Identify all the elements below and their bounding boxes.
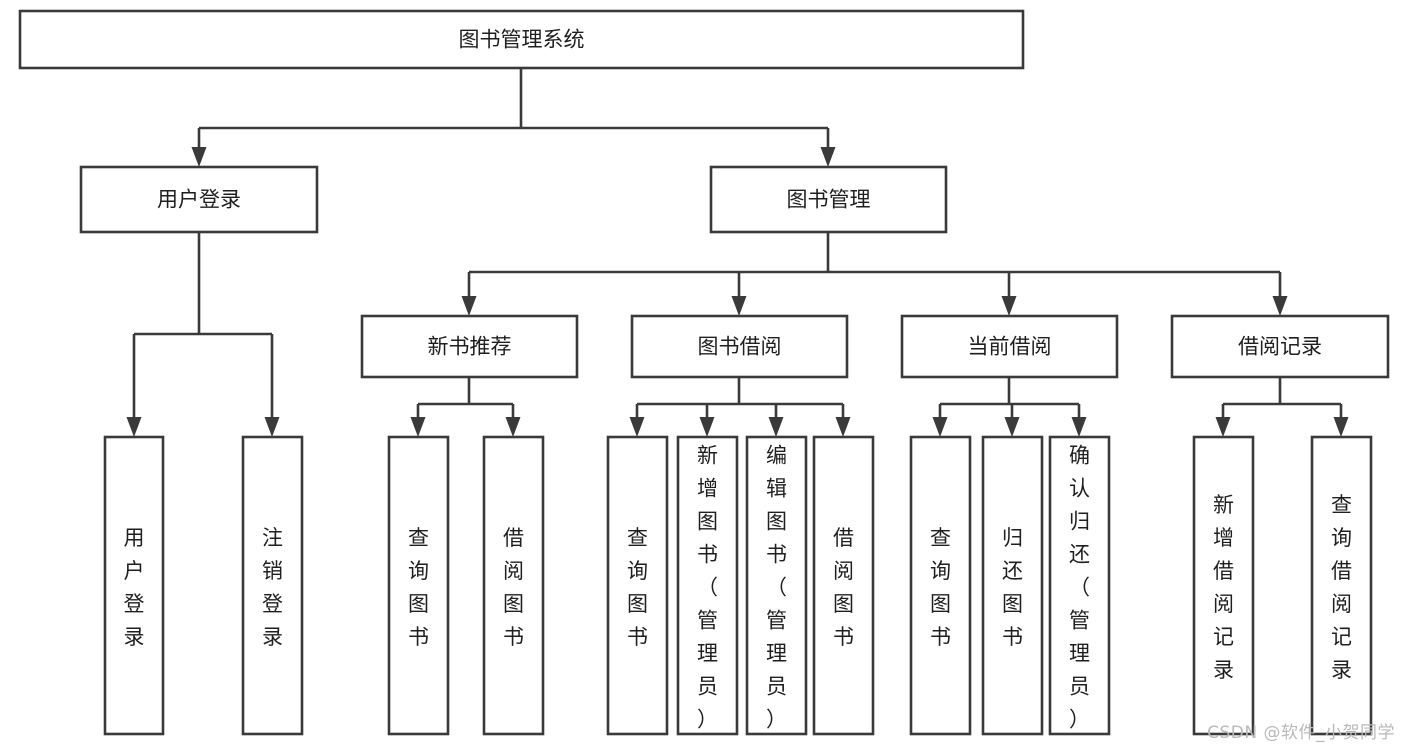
arrow-head-icon [126,417,142,437]
arrow-head-icon [835,417,851,437]
node-label: 注销登录 [262,526,283,649]
node-leaf-add-record[interactable]: 新增借阅记录 [1192,435,1255,736]
node-leaf-user-logout[interactable]: 注销登录 [241,435,304,736]
node-leaf-user-login[interactable]: 用户登录 [103,435,165,736]
node-label: 归还图书 [1002,526,1023,649]
arrow-head-icon [410,417,426,437]
node-label: 查询借阅记录 [1331,493,1352,682]
node-box[interactable] [630,314,849,379]
connector-root-to-level2 [191,68,836,167]
arrow-head-icon [191,147,207,167]
connector-borrowrecord-to-leaves [1215,377,1349,437]
node-label: 查询图书 [627,526,648,649]
arrow-head-icon [264,417,280,437]
arrow-head-icon [1333,417,1349,437]
node-box[interactable] [103,435,165,736]
connector-bookmanage-to-level3 [461,232,1288,316]
node-label: 用户登录 [157,188,241,212]
connectors-layer [126,68,1349,437]
node-label: 编辑图书（管理员） [766,444,787,732]
node-leaf-borrow-book-2[interactable]: 借阅图书 [812,435,875,736]
node-leaf-edit-book[interactable]: 编辑图书（管理员） [745,435,808,736]
arrow-head-icon [1071,417,1087,437]
node-label: 借阅记录 [1238,335,1322,359]
node-leaf-return-book[interactable]: 归还图书 [981,435,1044,736]
arrow-head-icon [1001,296,1017,316]
node-label: 图书管理 [787,188,871,212]
arrow-head-icon [1215,417,1231,437]
node-box[interactable] [676,435,739,736]
node-box[interactable] [900,314,1119,379]
arrow-head-icon [1272,296,1288,316]
arrow-head-icon [505,417,521,437]
node-box[interactable] [79,165,319,234]
node-leaf-confirm-return[interactable]: 确认归还（管理员） [1048,435,1111,736]
arrow-head-icon [699,417,715,437]
node-current-borrow[interactable]: 当前借阅 [900,314,1119,379]
node-box[interactable] [1170,314,1390,379]
arrow-head-icon [1004,417,1020,437]
node-label: 查询图书 [930,526,951,649]
node-box[interactable] [606,435,669,736]
node-box[interactable] [482,435,545,736]
nodes-layer: 图书管理系统用户登录图书管理新书推荐图书借阅当前借阅借阅记录用户登录注销登录查询… [18,9,1390,736]
node-book-manage[interactable]: 图书管理 [709,165,948,234]
node-borrow-record[interactable]: 借阅记录 [1170,314,1390,379]
node-box[interactable] [909,435,972,736]
node-leaf-query-book-3[interactable]: 查询图书 [909,435,972,736]
arrow-head-icon [731,296,747,316]
node-box[interactable] [709,165,948,234]
connector-newbookrec-to-leaves [410,377,521,437]
arrow-head-icon [932,417,948,437]
connector-userlogin-to-leaves [126,232,280,437]
node-label: 新书推荐 [428,335,512,359]
node-new-book-rec[interactable]: 新书推荐 [360,314,579,379]
node-box[interactable] [1310,435,1373,736]
node-box[interactable] [241,435,304,736]
node-label: 新增图书（管理员） [697,444,718,732]
node-label: 查询图书 [408,526,429,649]
node-box[interactable] [812,435,875,736]
node-box[interactable] [18,9,1025,70]
node-leaf-borrow-book-1[interactable]: 借阅图书 [482,435,545,736]
node-box[interactable] [387,435,450,736]
node-box[interactable] [360,314,579,379]
node-label: 借阅图书 [833,526,854,649]
node-box[interactable] [1048,435,1111,736]
node-leaf-query-record[interactable]: 查询借阅记录 [1310,435,1373,736]
node-leaf-query-book-1[interactable]: 查询图书 [387,435,450,736]
node-label: 图书借阅 [698,335,782,359]
arrow-head-icon [820,147,836,167]
node-box[interactable] [1192,435,1255,736]
connector-bookborrow-to-leaves [629,377,851,437]
node-book-borrow[interactable]: 图书借阅 [630,314,849,379]
node-label: 新增借阅记录 [1213,493,1234,682]
arrow-head-icon [629,417,645,437]
node-label: 确认归还（管理员） [1069,444,1090,732]
node-label: 当前借阅 [968,335,1052,359]
node-leaf-query-book-2[interactable]: 查询图书 [606,435,669,736]
connector-currentborrow-to-leaves [932,377,1087,437]
arrow-head-icon [768,417,784,437]
node-box[interactable] [745,435,808,736]
arrow-head-icon [461,296,477,316]
node-leaf-add-book[interactable]: 新增图书（管理员） [676,435,739,736]
node-label: 图书管理系统 [459,28,585,52]
node-box[interactable] [981,435,1044,736]
node-root[interactable]: 图书管理系统 [18,9,1025,70]
node-label: 借阅图书 [503,526,524,649]
node-label: 用户登录 [124,526,145,649]
node-user-login[interactable]: 用户登录 [79,165,319,234]
